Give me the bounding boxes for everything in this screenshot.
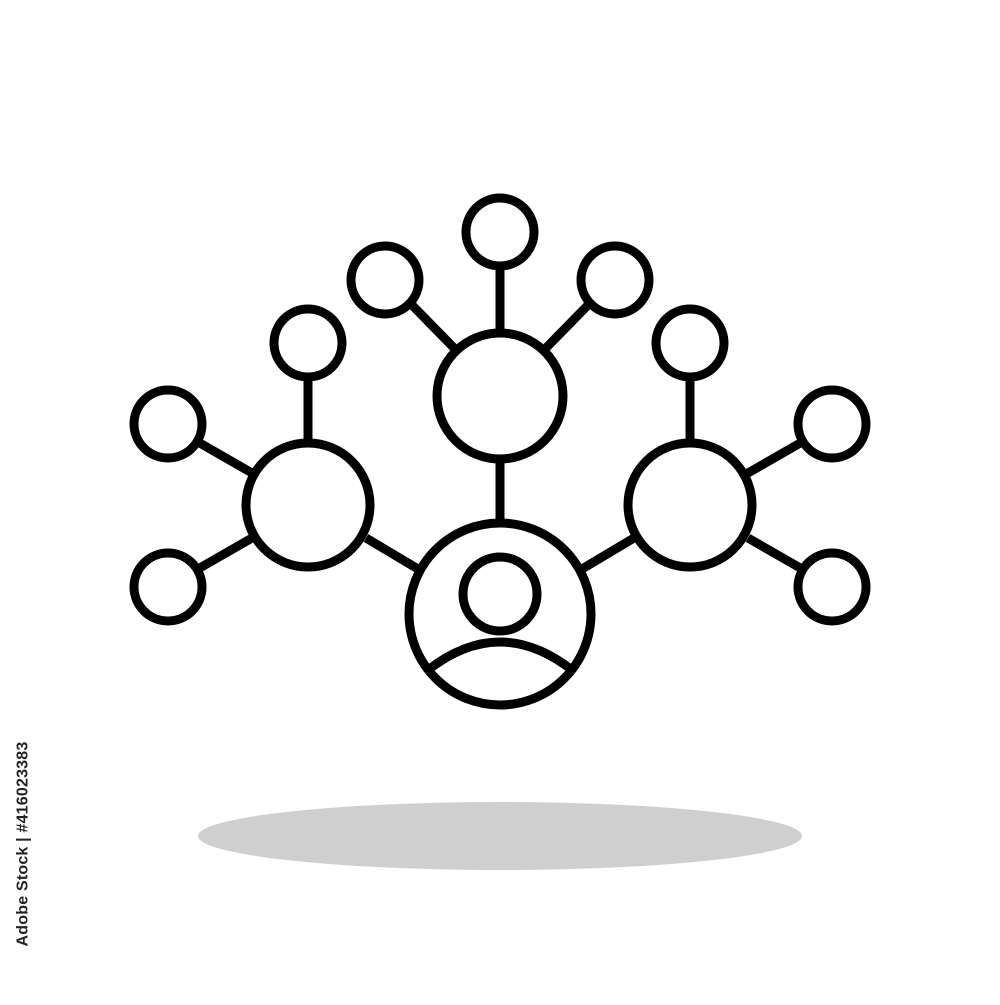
stock-id-label: Adobe Stock | #416023383 — [14, 741, 32, 947]
connector-right-lower — [745, 534, 805, 573]
hub-node-center — [432, 328, 568, 464]
connector-hub-upper-right — [541, 299, 594, 353]
leaf-node-far-right-upper — [793, 385, 871, 463]
hub-node-right — [623, 438, 757, 572]
connector-left-upper — [195, 438, 255, 477]
leaf-node-far-left-lower — [129, 548, 207, 626]
connector-left-lower — [195, 534, 255, 573]
leaf-node-left-top — [269, 304, 347, 382]
leaf-node-far-right-lower — [793, 548, 871, 626]
hub-node-left — [241, 438, 375, 572]
leaf-node-upper-left — [346, 241, 424, 319]
leaf-node-far-left-upper — [129, 385, 207, 463]
connector-right-user — [579, 534, 637, 573]
leaf-node-top — [461, 193, 539, 271]
network-nodes — [129, 193, 871, 626]
user-shoulders-icon — [425, 637, 575, 674]
connection-lines — [195, 268, 805, 573]
user-head-icon — [458, 552, 542, 636]
drop-shadow — [198, 802, 802, 870]
leaf-node-right-top — [651, 304, 729, 382]
connector-left-user — [363, 534, 421, 573]
user-node — [404, 518, 596, 710]
connector-hub-upper-left — [406, 299, 459, 353]
connector-right-upper — [745, 438, 805, 477]
leaf-node-upper-right — [576, 241, 654, 319]
